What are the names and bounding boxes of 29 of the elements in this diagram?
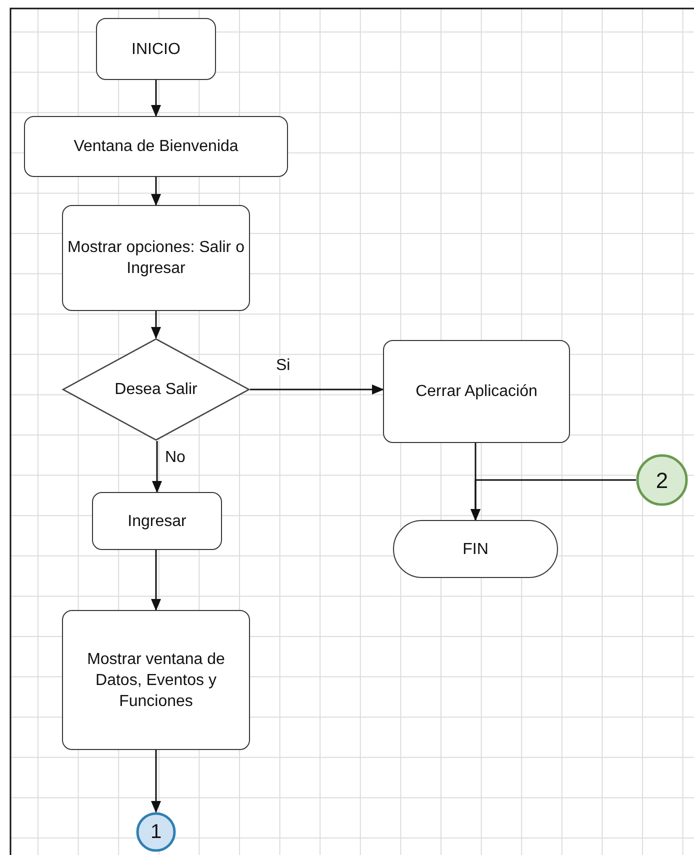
arrow (151, 311, 161, 339)
arrow (151, 80, 161, 117)
node-text: Mostrar opciones: Salir o Ingresar (66, 238, 246, 279)
process-box (92, 492, 222, 550)
arrow (151, 750, 161, 813)
node-text: 2 (654, 470, 670, 490)
node-text: Cerrar Aplicación (414, 382, 538, 402)
node-text: Ingresar (126, 512, 188, 532)
node-text: INICIO (130, 40, 182, 60)
process-box (24, 116, 288, 177)
edge-label: Si (274, 357, 292, 375)
node-text: Mostrar ventana de Datos, Eventos y Funciones (86, 650, 226, 712)
connector-circle (636, 454, 688, 506)
process-box (96, 18, 216, 80)
arrow (151, 177, 161, 206)
arrow (151, 550, 161, 611)
node-text: Desea Salir (114, 380, 198, 400)
connector-circle (136, 812, 176, 852)
terminal-box (393, 520, 558, 578)
process-box (62, 205, 250, 311)
node-text: Ventana de Bienvenida (72, 137, 240, 157)
arrow (250, 384, 384, 394)
node-text: FIN (462, 540, 490, 560)
process-box (62, 610, 250, 750)
process-box (383, 340, 570, 443)
arrow (152, 441, 162, 493)
decision-diamond (62, 338, 250, 441)
arrow (470, 479, 636, 521)
node-text: 1 (149, 822, 163, 842)
